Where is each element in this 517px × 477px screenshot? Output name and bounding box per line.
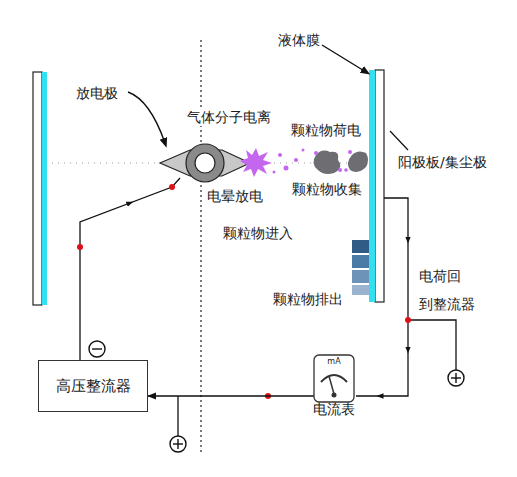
corona-burst <box>240 148 272 177</box>
leader-line <box>322 45 366 72</box>
charged-particle <box>313 150 368 174</box>
axis-line <box>200 40 201 455</box>
leader-line <box>128 92 165 143</box>
wire <box>408 320 456 370</box>
plate <box>33 72 42 305</box>
leader-line <box>390 131 408 150</box>
label: 电荷回 到整流器 <box>418 262 484 318</box>
label: 阳极板/集尘极 <box>397 153 488 171</box>
wire <box>356 198 408 396</box>
node-heading: 电流表 <box>306 401 362 419</box>
discharge-electrode <box>160 144 250 182</box>
label: 颗粒物排出 <box>272 290 344 308</box>
unit-label: mA <box>306 354 362 371</box>
label: 颗粒物收集 <box>291 180 363 198</box>
wire <box>177 396 178 436</box>
label: 气体分子电离 <box>186 108 272 126</box>
negative-terminal <box>89 341 105 357</box>
wire <box>80 178 180 360</box>
label: 放电极 <box>75 84 119 102</box>
label: 颗粒物荷电 <box>290 121 362 139</box>
label: 颗粒物进入 <box>222 224 294 242</box>
label: 液体膜 <box>277 31 321 49</box>
rectifier-box: 高压整流器 <box>38 360 148 412</box>
liquid-film <box>369 70 375 302</box>
wire-connector <box>148 395 314 396</box>
label: 电晕放电 <box>206 187 264 205</box>
ammeter: mA 电流表 <box>306 354 362 419</box>
particle-discharge <box>352 240 369 295</box>
collector-plate <box>375 70 384 302</box>
liquid-film <box>42 72 47 305</box>
node-label: 高压整流器 <box>56 377 131 396</box>
ions <box>273 149 305 174</box>
